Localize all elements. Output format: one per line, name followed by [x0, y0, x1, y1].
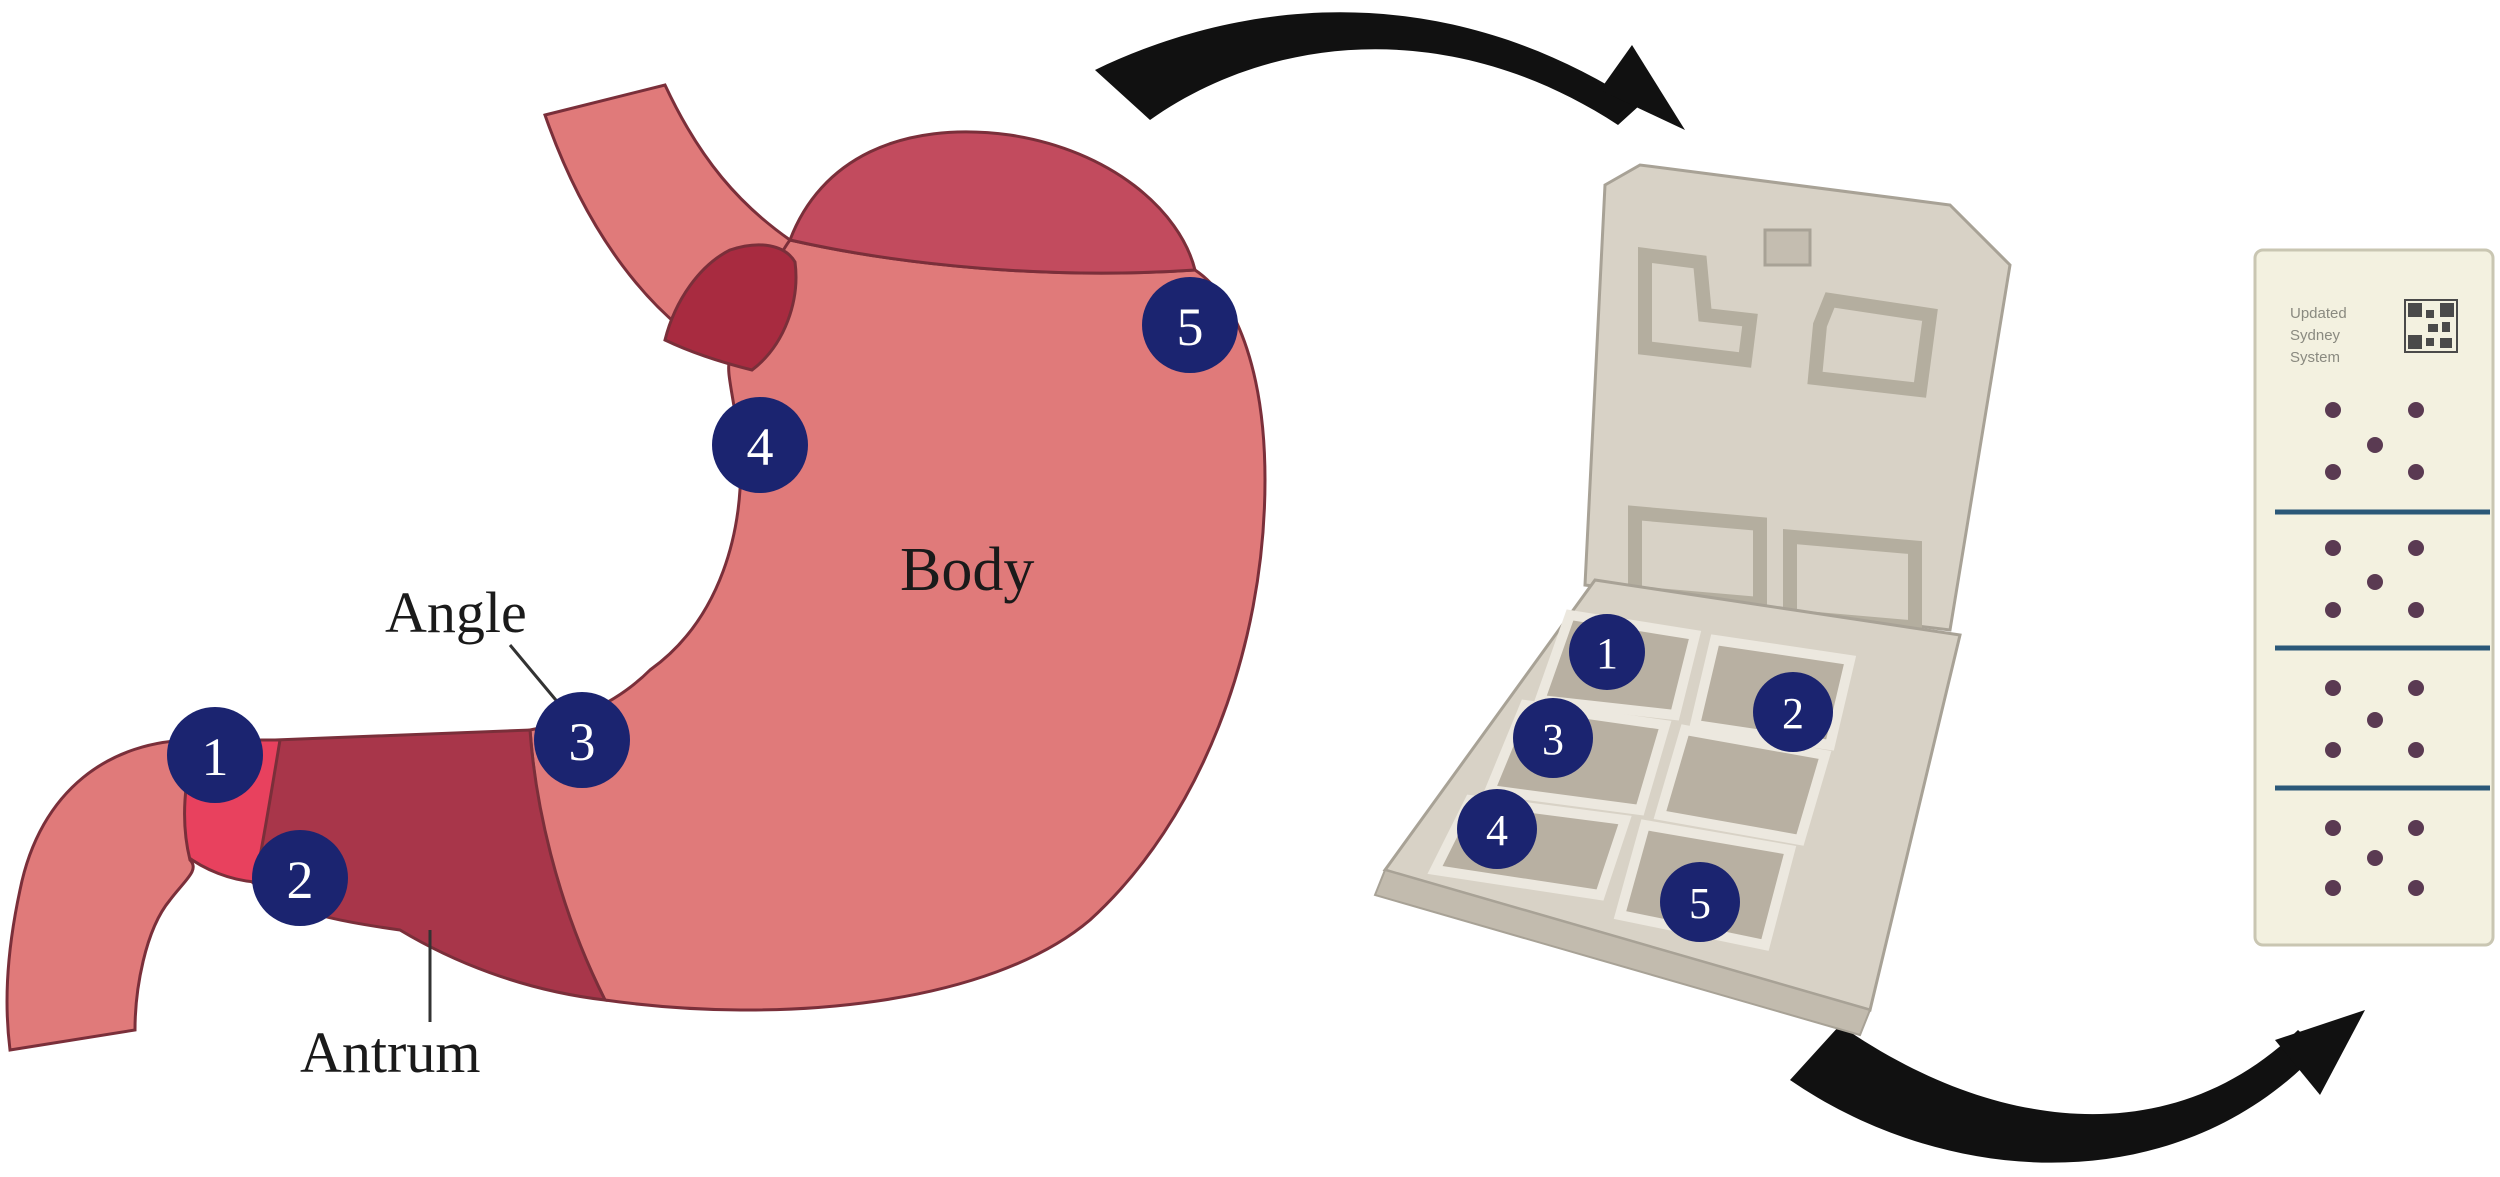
tissue-section-3 [2325, 680, 2424, 758]
cassette-site-2: 2 [1753, 672, 1833, 752]
cassette-site-3: 3 [1513, 698, 1593, 778]
svg-text:2: 2 [1782, 689, 1804, 738]
biopsy-site-1: 1 [167, 707, 263, 803]
arrow-cassette-to-slide [1790, 1010, 2365, 1163]
label-angle: Angle [385, 580, 527, 645]
stomach-illustration: Body Angle Antrum 1 2 3 4 5 [5, 83, 1267, 1085]
svg-text:2: 2 [287, 850, 314, 910]
svg-text:5: 5 [1689, 879, 1711, 928]
tissue-cassette: 1 2 3 4 5 [1373, 163, 2012, 1037]
duodenum [5, 738, 197, 1052]
tissue-section-2 [2325, 540, 2424, 618]
label-body: Body [900, 536, 1034, 604]
biopsy-site-4: 4 [712, 397, 808, 493]
arrow-stomach-to-cassette [1095, 12, 1685, 130]
cassette-site-5: 5 [1660, 862, 1740, 942]
angle-leader-line [508, 644, 562, 706]
slide-label-line-3: System [2290, 349, 2340, 366]
label-antrum: Antrum [300, 1020, 480, 1085]
glass-slide: Updated Sydney System [2253, 248, 2495, 947]
cassette-hinge-tab [1763, 228, 1812, 267]
svg-text:3: 3 [1542, 715, 1564, 764]
svg-text:4: 4 [747, 417, 774, 477]
slide-label-line-1: Updated [2290, 305, 2347, 322]
biopsy-site-3: 3 [534, 692, 630, 788]
biopsy-site-2: 2 [252, 830, 348, 926]
qr-code-icon [2404, 299, 2458, 353]
biopsy-site-5: 5 [1142, 277, 1238, 373]
cassette-site-1: 1 [1569, 614, 1645, 690]
svg-text:1: 1 [202, 727, 229, 787]
cardia-region [663, 243, 798, 372]
tissue-section-1 [2325, 402, 2424, 480]
fundus-region [787, 130, 1197, 275]
cassette-site-4: 4 [1457, 789, 1537, 869]
slide-label-line-2: Sydney [2290, 327, 2341, 344]
svg-text:3: 3 [569, 712, 596, 772]
svg-text:4: 4 [1486, 806, 1508, 855]
svg-text:1: 1 [1596, 629, 1618, 678]
tissue-section-4 [2325, 820, 2424, 896]
svg-text:5: 5 [1177, 297, 1204, 357]
